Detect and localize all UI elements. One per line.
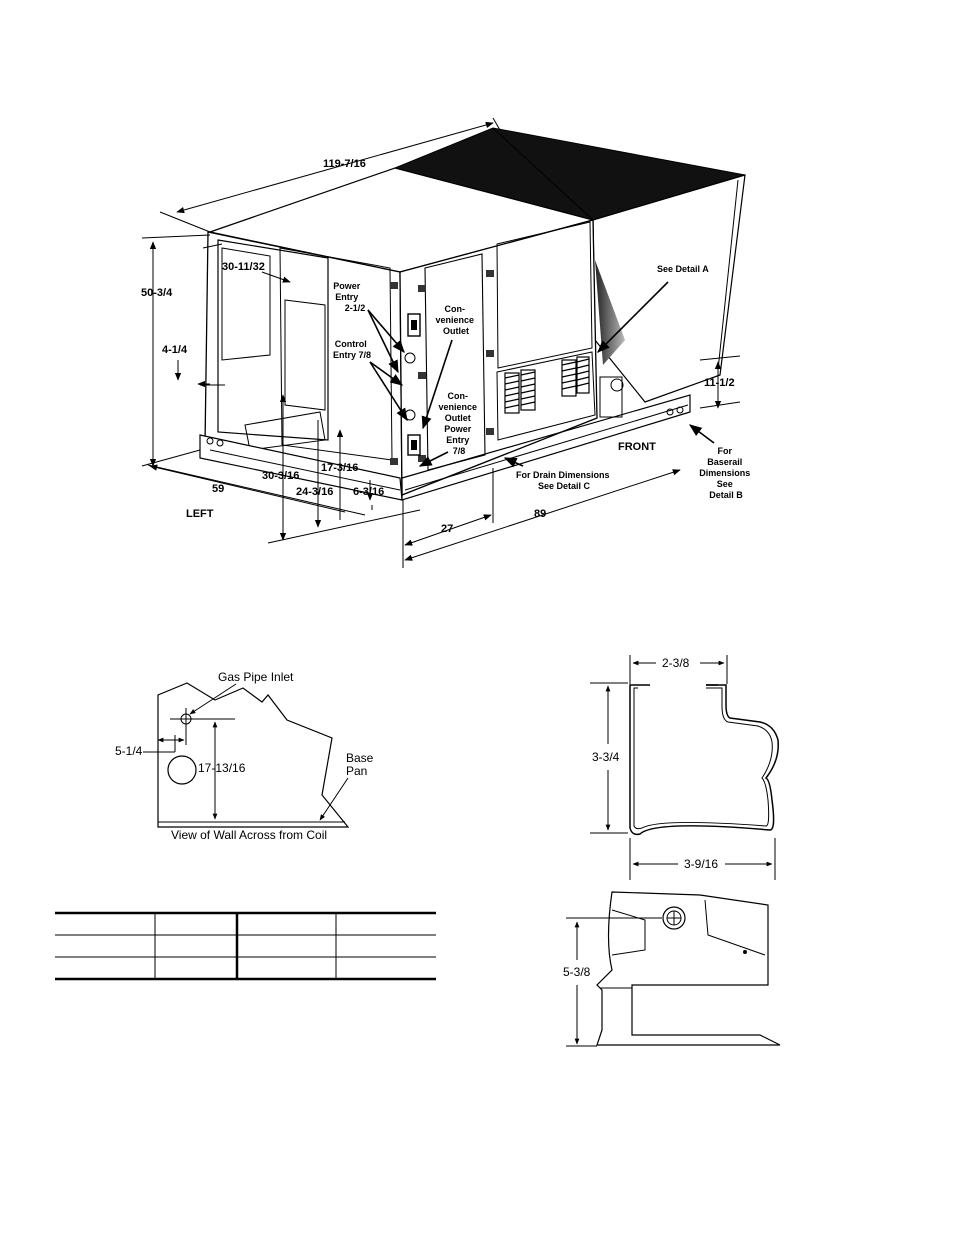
- dim-overall-length: 119-7/16: [323, 158, 366, 170]
- dim-89: 89: [534, 508, 546, 520]
- dim-2-3-8: 2-3/8: [662, 656, 690, 670]
- dim-left-offset: 4-1/4: [162, 344, 188, 356]
- left-label: LEFT: [186, 508, 214, 520]
- rooftop-unit-isometric: [199, 127, 746, 501]
- outlet-power-entry-label: Con- venience Outlet Power Entry 7/8: [438, 391, 479, 456]
- dim-3-9-16: 3-9/16: [684, 857, 718, 871]
- dim-11-1-2: 11-1/2: [704, 377, 735, 389]
- dim-top-offset: 30-11/32: [222, 261, 265, 273]
- dim-24-3-16: 24-3/16: [296, 486, 333, 498]
- dim-5-3-8: 5-3/8: [563, 965, 591, 979]
- convenience-outlet-label: Con- venience Outlet: [435, 304, 476, 336]
- gas-pipe-inlet-label: Gas Pipe Inlet: [218, 670, 294, 684]
- dim-6-3-16: 6-3/16: [353, 486, 384, 498]
- dimension-table: [55, 911, 436, 981]
- power-entry-knockout: [404, 352, 416, 364]
- louvers: [504, 356, 590, 414]
- dim-27: 27: [441, 523, 453, 535]
- base-pan-hole: [167, 755, 197, 785]
- power-entry-label: Power Entry 2-1/2: [333, 281, 365, 313]
- dimension-lines: [141, 117, 741, 568]
- dim-5-1-4: 5-1/4: [115, 744, 143, 758]
- baserail-profile-detail: 2-3/8 3-3/4 3-9/16: [590, 655, 779, 880]
- front-label: FRONT: [618, 441, 656, 453]
- dim-30-3-16: 30-3/16: [262, 470, 299, 482]
- hood-shadow: [595, 260, 625, 365]
- leader-arrows: [367, 281, 715, 468]
- gas-pipe-detail: Gas Pipe Inlet 5-1/4 17-13/16 Base Pan V…: [115, 670, 377, 842]
- base-pan-label: Base Pan: [346, 751, 377, 778]
- dim-17-3-16: 17-3/16: [321, 462, 358, 474]
- see-detail-a-label: See Detail A: [657, 264, 709, 274]
- dim-3-3-4: 3-3/4: [592, 750, 620, 764]
- detail-caption: View of Wall Across from Coil: [171, 828, 327, 842]
- drain-detail: 5-3/8: [563, 891, 781, 1047]
- dim-height: 50-3/4: [141, 287, 173, 299]
- unit-dimension-text: 119-7/16 50-3/4 30-11/32 4-1/4 59 30-3/1…: [141, 158, 753, 535]
- dim-depth: 59: [212, 483, 224, 495]
- dim-17-13-16: 17-13/16: [198, 761, 246, 775]
- drain-connection-icon: [662, 906, 686, 930]
- baserail-label: For Baserail Dimensions See Detail B: [699, 446, 753, 500]
- side-connection: [599, 376, 623, 418]
- control-entry-label: Control Entry 7/8: [333, 339, 371, 360]
- drain-label: For Drain Dimensions See Detail C: [516, 470, 612, 491]
